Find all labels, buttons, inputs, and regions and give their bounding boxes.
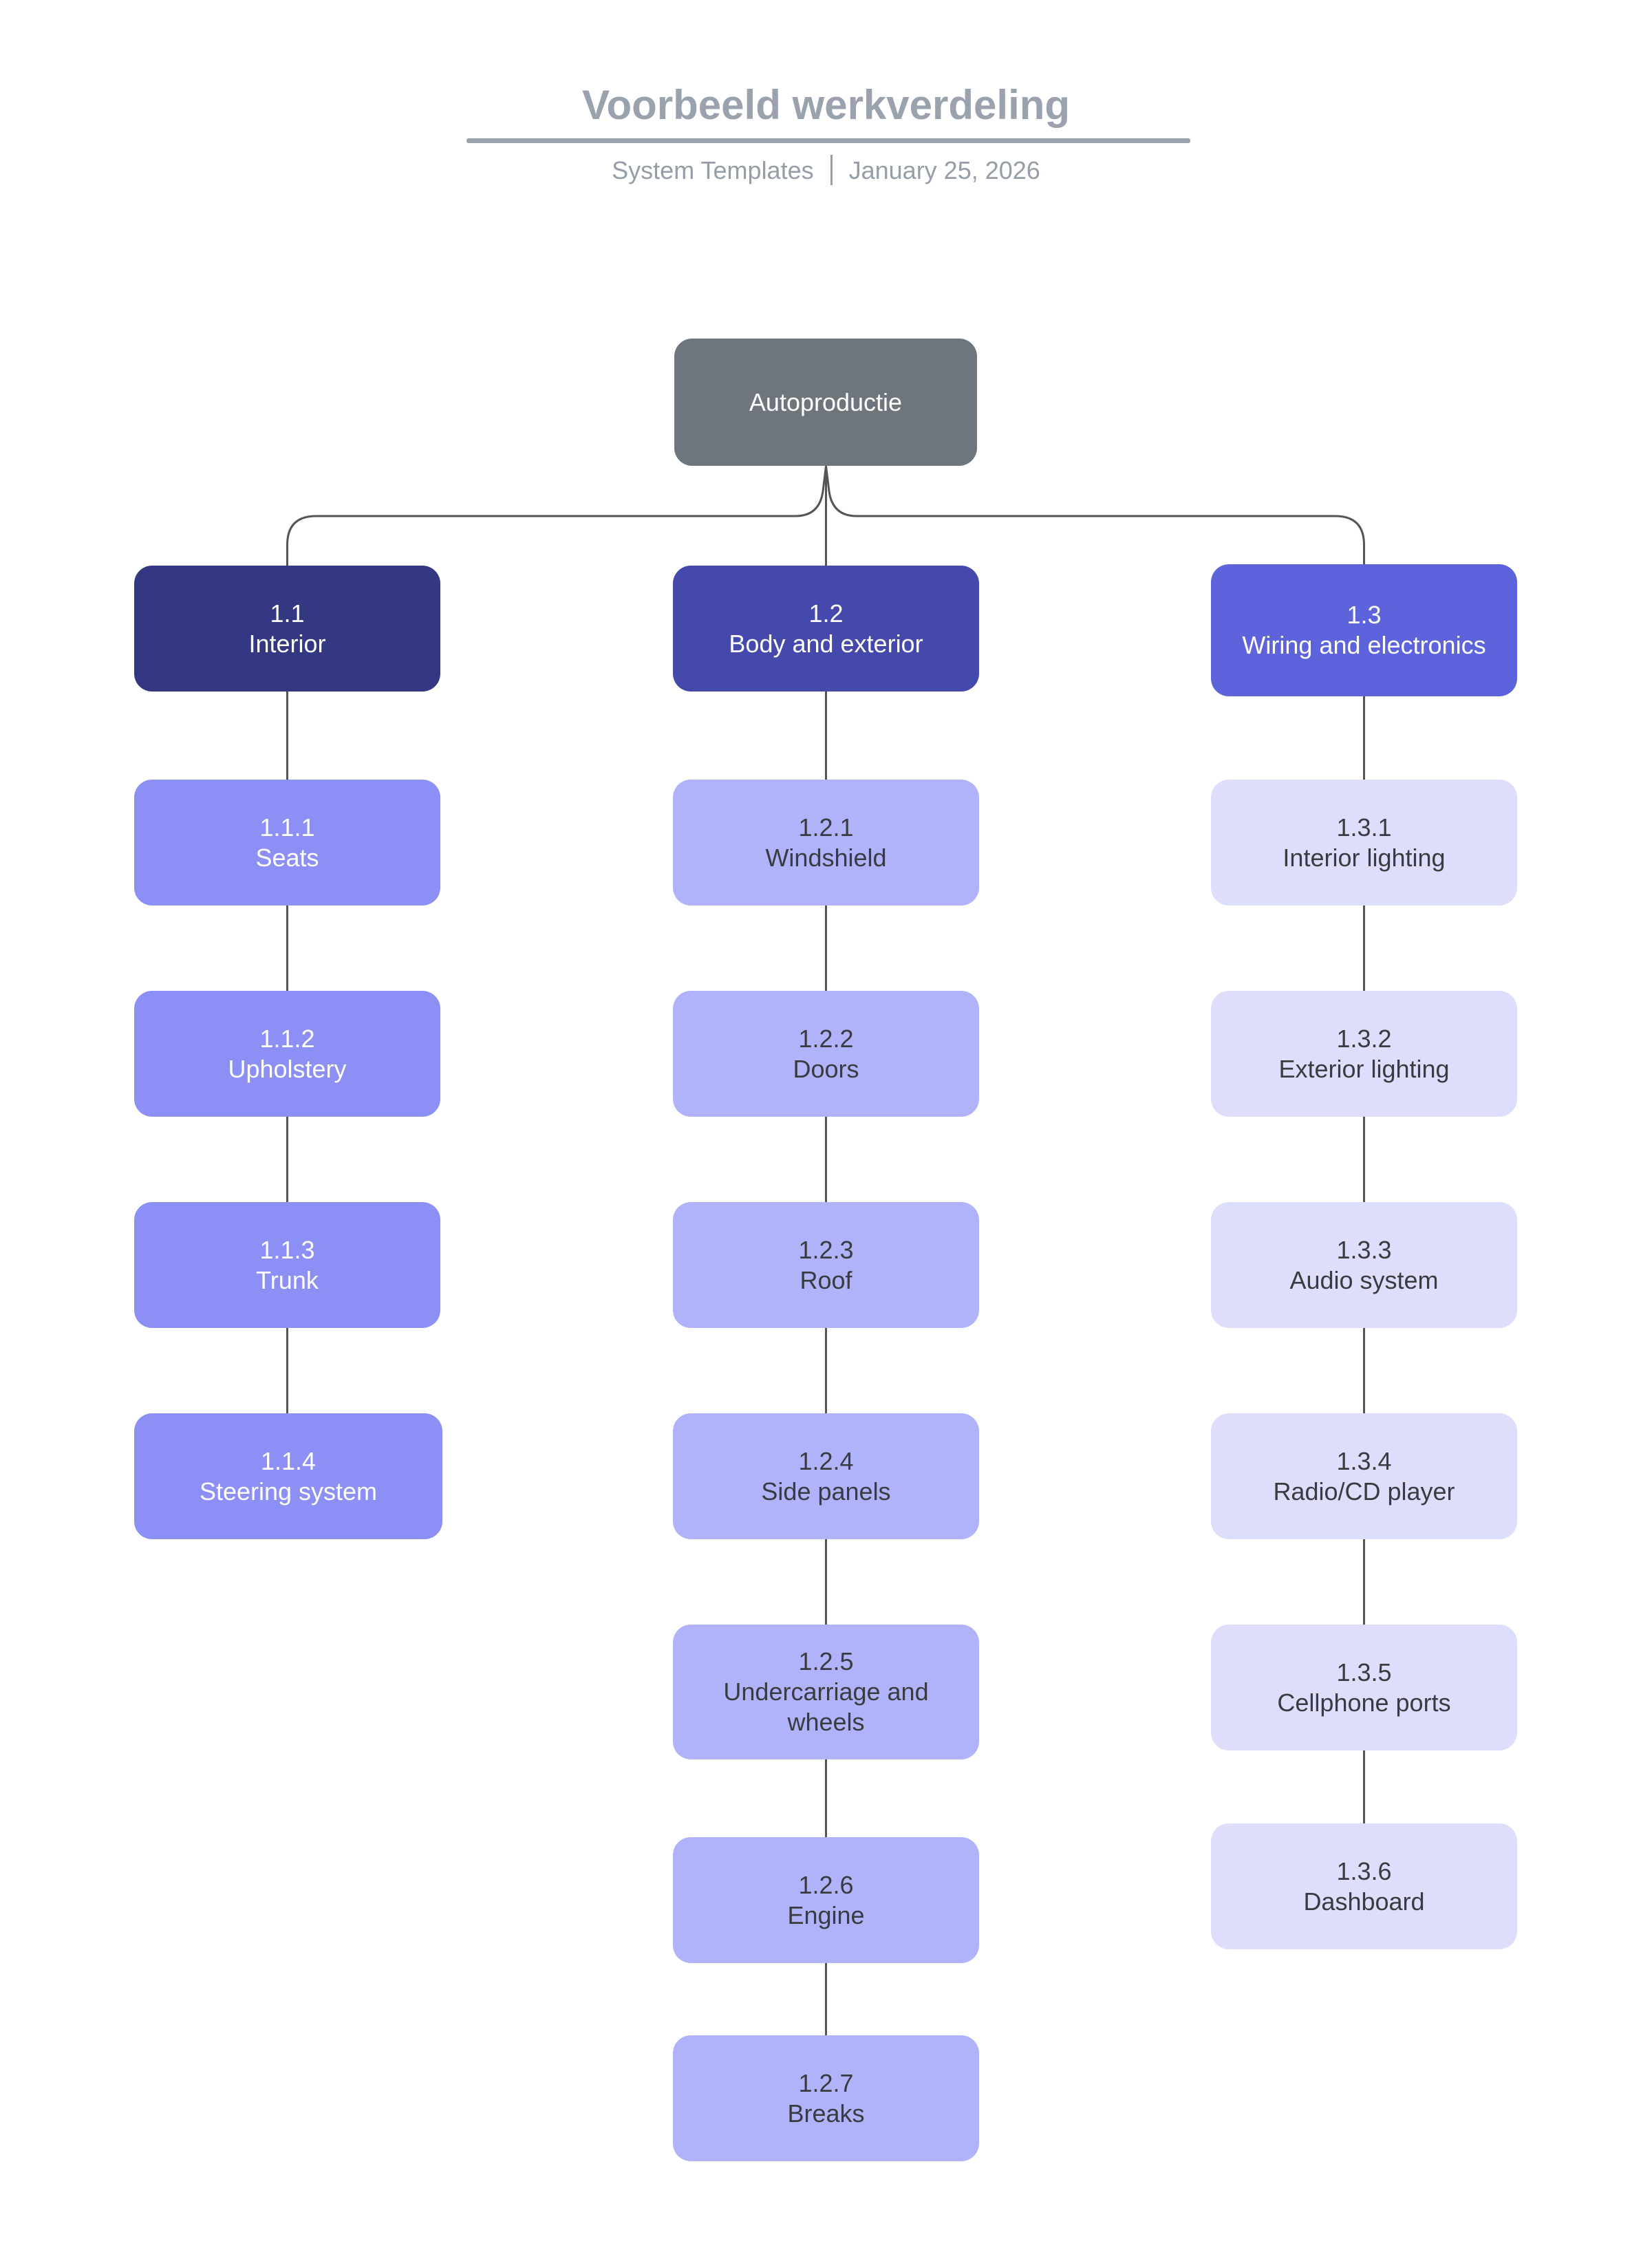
- node-1-2-3[interactable]: 1.2.3 Roof: [673, 1202, 979, 1328]
- node-id: 1.1.1: [259, 813, 315, 842]
- node-root[interactable]: Autoproductie: [674, 339, 977, 466]
- node-label: Undercarriage and wheels: [723, 1678, 929, 1736]
- node-id: 1.1: [270, 599, 305, 628]
- node-label: Exterior lighting: [1278, 1054, 1450, 1083]
- node-label: Audio system: [1289, 1265, 1439, 1294]
- node-label: Side panels: [761, 1477, 891, 1506]
- node-label: Upholstery: [228, 1054, 347, 1083]
- node-id: 1.3.1: [1336, 813, 1392, 842]
- node-label: Seats: [255, 843, 319, 872]
- node-label: Roof: [800, 1265, 852, 1294]
- node-id: 1.2.4: [798, 1446, 854, 1475]
- node-1-3-2[interactable]: 1.3.2 Exterior lighting: [1211, 991, 1517, 1117]
- node-id: 1.2: [808, 599, 844, 628]
- node-1-1-3[interactable]: 1.1.3 Trunk: [134, 1202, 440, 1328]
- node-label: Engine: [787, 1900, 865, 1929]
- header-meta: System Templates January 25, 2026: [0, 154, 1652, 187]
- node-label: Interior lighting: [1283, 843, 1446, 872]
- node-1-2[interactable]: 1.2 Body and exterior: [673, 566, 979, 692]
- node-1-1-2[interactable]: 1.1.2 Upholstery: [134, 991, 440, 1117]
- node-id: 1.1.4: [260, 1446, 317, 1475]
- meta-divider-line: [830, 155, 833, 186]
- node-id: 1.1.2: [259, 1024, 315, 1053]
- node-id: 1.3: [1347, 601, 1382, 629]
- node-id: 1.2.2: [798, 1024, 854, 1053]
- node-label: Cellphone ports: [1277, 1688, 1451, 1717]
- node-id: 1.3.3: [1336, 1235, 1392, 1264]
- node-id: 1.3.6: [1336, 1856, 1392, 1885]
- page-title: Voorbeeld werkverdeling: [581, 82, 1071, 128]
- node-id: 1.2.5: [798, 1647, 854, 1675]
- node-label: Interior: [248, 629, 326, 658]
- node-label: Wiring and electronics: [1242, 631, 1486, 659]
- node-id: 1.3.4: [1336, 1446, 1392, 1475]
- node-label: Steering system: [199, 1477, 378, 1506]
- node-id: 1.2.3: [798, 1235, 854, 1264]
- connector-root-to-1-3: [825, 465, 1365, 566]
- node-label: Doors: [793, 1054, 859, 1083]
- node-1-1[interactable]: 1.1 Interior: [134, 566, 440, 692]
- meta-author: System Templates: [612, 156, 814, 184]
- node-label: Dashboard: [1303, 1887, 1425, 1916]
- node-1-3-5[interactable]: 1.3.5 Cellphone ports: [1211, 1625, 1517, 1750]
- node-label: Breaks: [787, 2099, 865, 2128]
- node-1-3-1[interactable]: 1.3.1 Interior lighting: [1211, 780, 1517, 906]
- node-1-3-6[interactable]: 1.3.6 Dashboard: [1211, 1823, 1517, 1949]
- node-id: 1.2.6: [798, 1870, 854, 1899]
- meta-date: January 25, 2026: [848, 156, 1040, 184]
- node-1-1-1[interactable]: 1.1.1 Seats: [134, 780, 440, 906]
- node-1-3-3[interactable]: 1.3.3 Audio system: [1211, 1202, 1517, 1328]
- node-1-3[interactable]: 1.3 Wiring and electronics: [1211, 564, 1517, 696]
- node-1-2-2[interactable]: 1.2.2 Doors: [673, 991, 979, 1117]
- node-label: Radio/CD player: [1273, 1477, 1455, 1506]
- node-label: Autoproductie: [749, 387, 903, 416]
- node-id: 1.2.1: [798, 813, 854, 842]
- node-1-2-4[interactable]: 1.2.4 Side panels: [673, 1413, 979, 1539]
- node-1-1-4[interactable]: 1.1.4 Steering system: [134, 1413, 442, 1539]
- node-id: 1.3.5: [1336, 1658, 1392, 1686]
- node-1-2-6[interactable]: 1.2.6 Engine: [673, 1837, 979, 1963]
- node-1-2-1[interactable]: 1.2.1 Windshield: [673, 780, 979, 906]
- node-id: 1.3.2: [1336, 1024, 1392, 1053]
- node-1-2-7[interactable]: 1.2.7 Breaks: [673, 2035, 979, 2161]
- node-label: Body and exterior: [729, 629, 923, 658]
- node-1-2-5[interactable]: 1.2.5 Undercarriage and wheels: [673, 1625, 979, 1759]
- title-underline: [466, 138, 1190, 143]
- node-id: 1.2.7: [798, 2068, 854, 2097]
- node-label: Trunk: [256, 1265, 319, 1294]
- node-1-3-4[interactable]: 1.3.4 Radio/CD player: [1211, 1413, 1517, 1539]
- connector-root-to-1-1: [286, 465, 827, 566]
- node-label: Windshield: [765, 843, 887, 872]
- node-id: 1.1.3: [259, 1235, 315, 1264]
